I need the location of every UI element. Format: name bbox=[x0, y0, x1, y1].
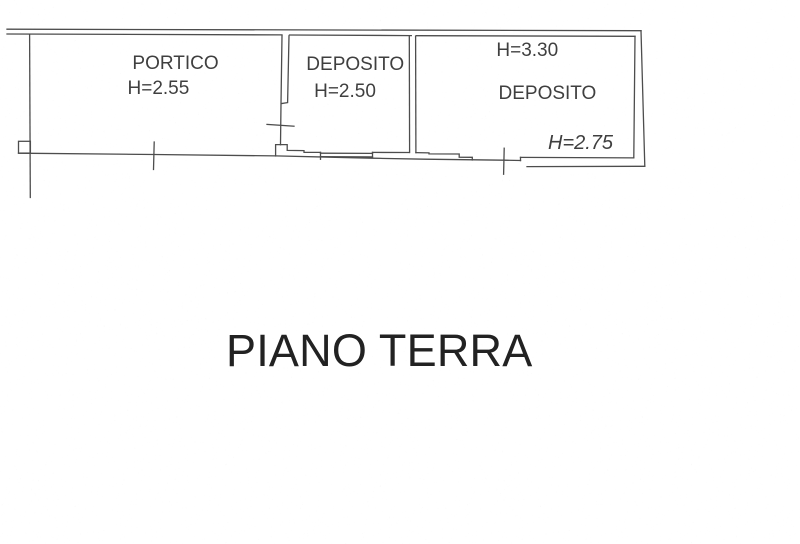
room-label-deposito-small: DEPOSITO bbox=[306, 54, 405, 76]
pillar bbox=[17, 140, 32, 154]
room-height-top-deposito-large: H=3.30 bbox=[496, 40, 559, 62]
window-opening bbox=[319, 151, 410, 160]
dimension-tick-right bbox=[502, 147, 505, 175]
partition-wall-deposito-deposito bbox=[408, 35, 417, 154]
dimension-tick-left bbox=[152, 141, 155, 171]
room-label-deposito-large: DEPOSITO bbox=[498, 83, 597, 105]
wall-tick bbox=[266, 123, 295, 127]
top-wall bbox=[6, 28, 642, 37]
boundary-line bbox=[17, 141, 522, 175]
right-room-walls bbox=[415, 30, 646, 168]
left-wall bbox=[17, 33, 32, 199]
room-height-bottom-deposito-large: H=2.75 bbox=[548, 132, 614, 155]
plan-title: PIANO TERRA bbox=[226, 324, 533, 376]
room-label-portico: PORTICO bbox=[132, 53, 219, 75]
partition-wall-portico-deposito bbox=[266, 35, 322, 157]
room-height-deposito-small: H=2.50 bbox=[314, 80, 376, 102]
room-height-portico: H=2.55 bbox=[127, 77, 190, 99]
